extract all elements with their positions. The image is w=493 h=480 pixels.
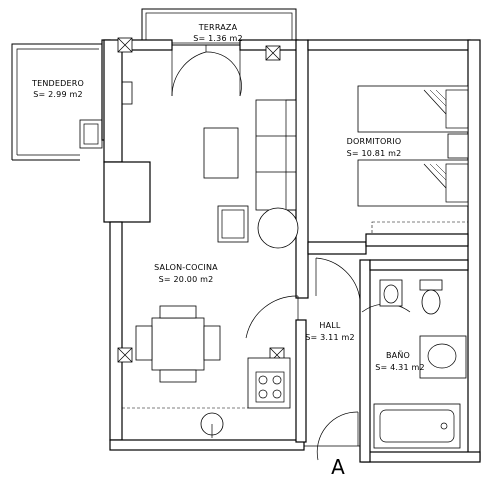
entrance-door xyxy=(304,411,360,461)
section-marker: A xyxy=(331,455,345,479)
sofa xyxy=(255,99,297,211)
exterior-walls xyxy=(103,39,481,463)
nightstand xyxy=(447,133,469,159)
bed-top xyxy=(357,85,469,133)
bathtub xyxy=(373,403,461,449)
tendedero-area-label: S= 2.99 m2 xyxy=(33,90,83,99)
dining-table xyxy=(135,305,221,383)
terraza-area-label: S= 1.36 m2 xyxy=(193,34,243,43)
armchair xyxy=(217,205,249,243)
washbasin xyxy=(419,335,467,379)
toilet-tank xyxy=(419,279,443,291)
terraza-area xyxy=(141,8,297,46)
coffee-table xyxy=(203,127,239,179)
terraza-label: TERRAZA xyxy=(198,23,238,32)
hall-area-label: S= 3.11 m2 xyxy=(305,333,355,342)
bano-area-label: S= 4.31 m2 xyxy=(375,363,425,372)
terraza-door xyxy=(171,45,242,97)
salon-label: SALON-COCINA xyxy=(154,263,218,272)
bidet xyxy=(379,279,403,307)
wardrobe xyxy=(371,221,469,235)
bed-bottom xyxy=(357,159,469,207)
toilet-bowl xyxy=(421,289,441,315)
kitchen-counter xyxy=(247,357,291,409)
dormitorio-label: DORMITORIO xyxy=(347,137,402,146)
dormitorio-area-label: S= 10.81 m2 xyxy=(347,149,402,158)
salon-area-label: S= 20.00 m2 xyxy=(159,275,214,284)
bano-label: BAÑO xyxy=(386,350,410,360)
round-table xyxy=(257,207,299,249)
hall-label: HALL xyxy=(319,321,341,330)
tendedero-label: TENDEDERO xyxy=(31,79,84,88)
hall-entrance-arc xyxy=(245,257,411,339)
